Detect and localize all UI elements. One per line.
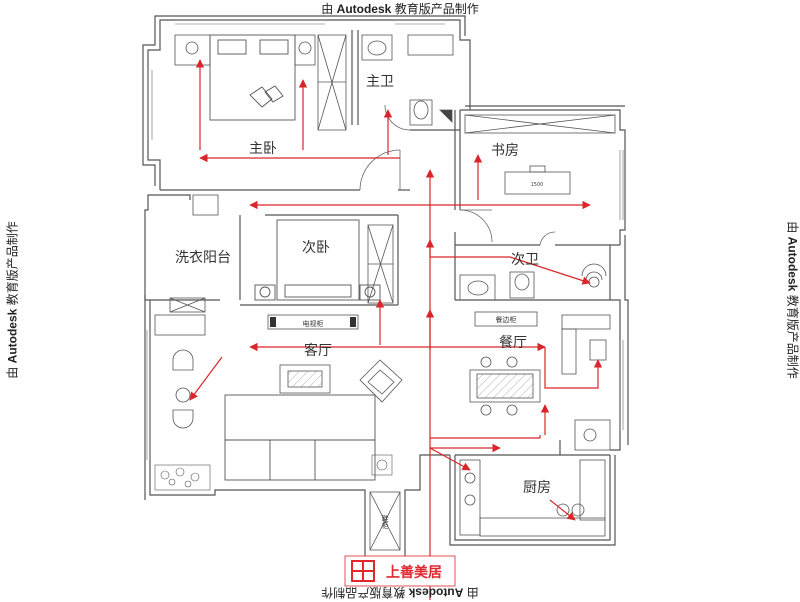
watermark-brand: Autodesk: [786, 237, 800, 292]
study-bookshelf: [465, 115, 615, 133]
watermark-brand: Autodesk: [337, 2, 392, 16]
room-label-kitchen: 厨房: [523, 480, 551, 496]
tv-cabinet: 电视柜: [268, 315, 358, 329]
brand-logo: 上善美居: [345, 556, 455, 586]
logo-mark-text: 上善美居: [386, 564, 442, 581]
side-chairs: [173, 350, 193, 428]
room-label-laundry-balcony: 洗衣阳台: [175, 250, 231, 266]
room-label-second-bedroom: 次卧: [302, 240, 330, 256]
armchair: [360, 360, 402, 402]
watermark-bottom: 由 Autodesk 教育版产品制作: [321, 585, 478, 602]
watermark-right: 由 Autodesk 教育版产品制作: [785, 221, 800, 378]
second-bath-fixtures: [460, 264, 606, 300]
room-label-master-bath: 主卫: [366, 74, 394, 90]
desk-size-label: 1500: [531, 182, 544, 188]
room-label-second-bath: 次卫: [511, 252, 539, 268]
watermark-suffix: 教育版产品制作: [395, 2, 479, 16]
watermark-suffix: 教育版产品制作: [6, 221, 20, 305]
master-nightstands: [175, 35, 315, 65]
living-sofa: [225, 395, 375, 480]
second-bed: [255, 220, 380, 300]
tv-cabinet-label: 电视柜: [303, 319, 324, 328]
living-plant: [155, 455, 392, 490]
walls: [143, 16, 628, 560]
room-label-dining-room: 餐厅: [499, 335, 527, 351]
watermark-top: 由 Autodesk 教育版产品制作: [0, 0, 800, 17]
sideboard-label: 餐边柜: [496, 315, 517, 324]
watermark-brand: Autodesk: [409, 586, 464, 600]
master-bed: [210, 35, 295, 120]
study-desk: 1500: [505, 166, 570, 194]
coffee-table: [280, 365, 330, 393]
watermark-prefix: 由: [6, 367, 20, 379]
watermark-prefix: 由: [467, 586, 479, 600]
fridge-counter: [562, 315, 610, 374]
shoe-cabinet-label: 鞋柜: [381, 514, 389, 530]
watermark-suffix: 教育版产品制作: [321, 586, 405, 600]
watermark-prefix: 由: [786, 221, 800, 233]
room-label-master-bedroom: 主卧: [249, 141, 277, 157]
watermark-brand: Autodesk: [6, 309, 20, 364]
room-label-study: 书房: [491, 143, 519, 159]
sideboard: 餐边柜: [475, 312, 537, 326]
second-wardrobe: [368, 225, 393, 303]
watermark-suffix: 教育版产品制作: [786, 295, 800, 379]
dining-table: [470, 357, 540, 415]
room-label-living-room: 客厅: [304, 342, 332, 359]
watermark-prefix: 由: [321, 2, 333, 16]
master-wardrobe: [318, 35, 346, 130]
watermark-left: 由 Autodesk 教育版产品制作: [4, 221, 21, 378]
